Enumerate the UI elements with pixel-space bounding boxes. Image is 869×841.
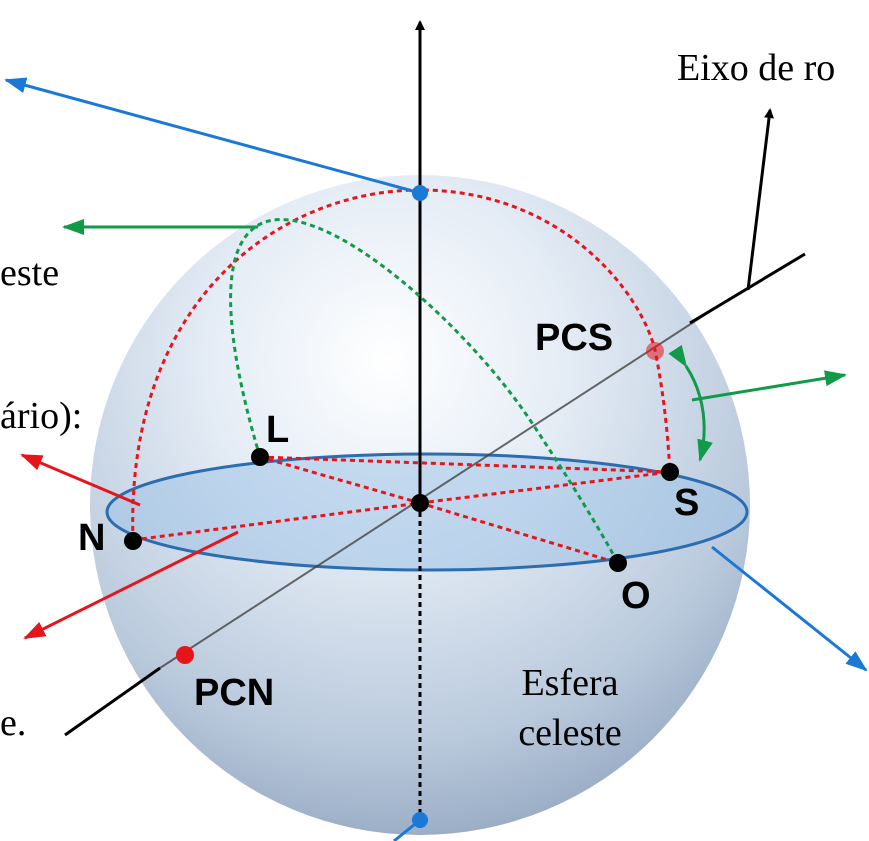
- vertical-circle-arc: [229, 218, 620, 564]
- pcn-point: [176, 646, 194, 664]
- rotation-axis-inner: [159, 304, 721, 669]
- sphere-label-line2: celeste: [518, 712, 621, 754]
- east-label: L: [266, 409, 289, 451]
- horizon-plane: [105, 452, 749, 572]
- zenith-blue-arrow: [4, 77, 421, 195]
- left-fragment-2: ário):: [0, 395, 82, 437]
- south-line: [419, 470, 671, 505]
- pcs-point: [646, 342, 664, 360]
- rotation-axis-arrow: [746, 108, 774, 291]
- left-fragment-3: e.: [0, 702, 26, 744]
- pcs-label: PCS: [535, 317, 613, 359]
- west-line: [419, 501, 619, 565]
- green-right-arrow: [691, 370, 847, 402]
- red-east-arrow: [23, 530, 239, 640]
- left-fragment-1: este: [0, 252, 59, 294]
- west-point: [609, 554, 627, 572]
- rotation-axis-outer-lower: [64, 666, 161, 737]
- nadir-point: [412, 812, 428, 828]
- rotation-axis-label: Eixo de ro: [677, 47, 835, 89]
- north-label: N: [78, 517, 105, 559]
- red-north-arrow: [20, 453, 141, 507]
- south-label: S: [674, 482, 699, 524]
- north-point: [124, 532, 142, 550]
- pcn-label: PCN: [194, 672, 274, 714]
- latitude-angle-arc: [668, 344, 713, 462]
- zenith-point: [412, 185, 428, 201]
- horizon-blue-arrow: [711, 545, 868, 672]
- meridian-arc: [131, 188, 672, 541]
- north-south-line: [132, 501, 421, 542]
- sphere-label-line1: Esfera: [521, 662, 618, 704]
- center-point: [411, 494, 429, 512]
- south-point: [661, 463, 679, 481]
- east-line: [259, 455, 421, 505]
- east-point: [251, 448, 269, 466]
- west-label: O: [621, 575, 651, 617]
